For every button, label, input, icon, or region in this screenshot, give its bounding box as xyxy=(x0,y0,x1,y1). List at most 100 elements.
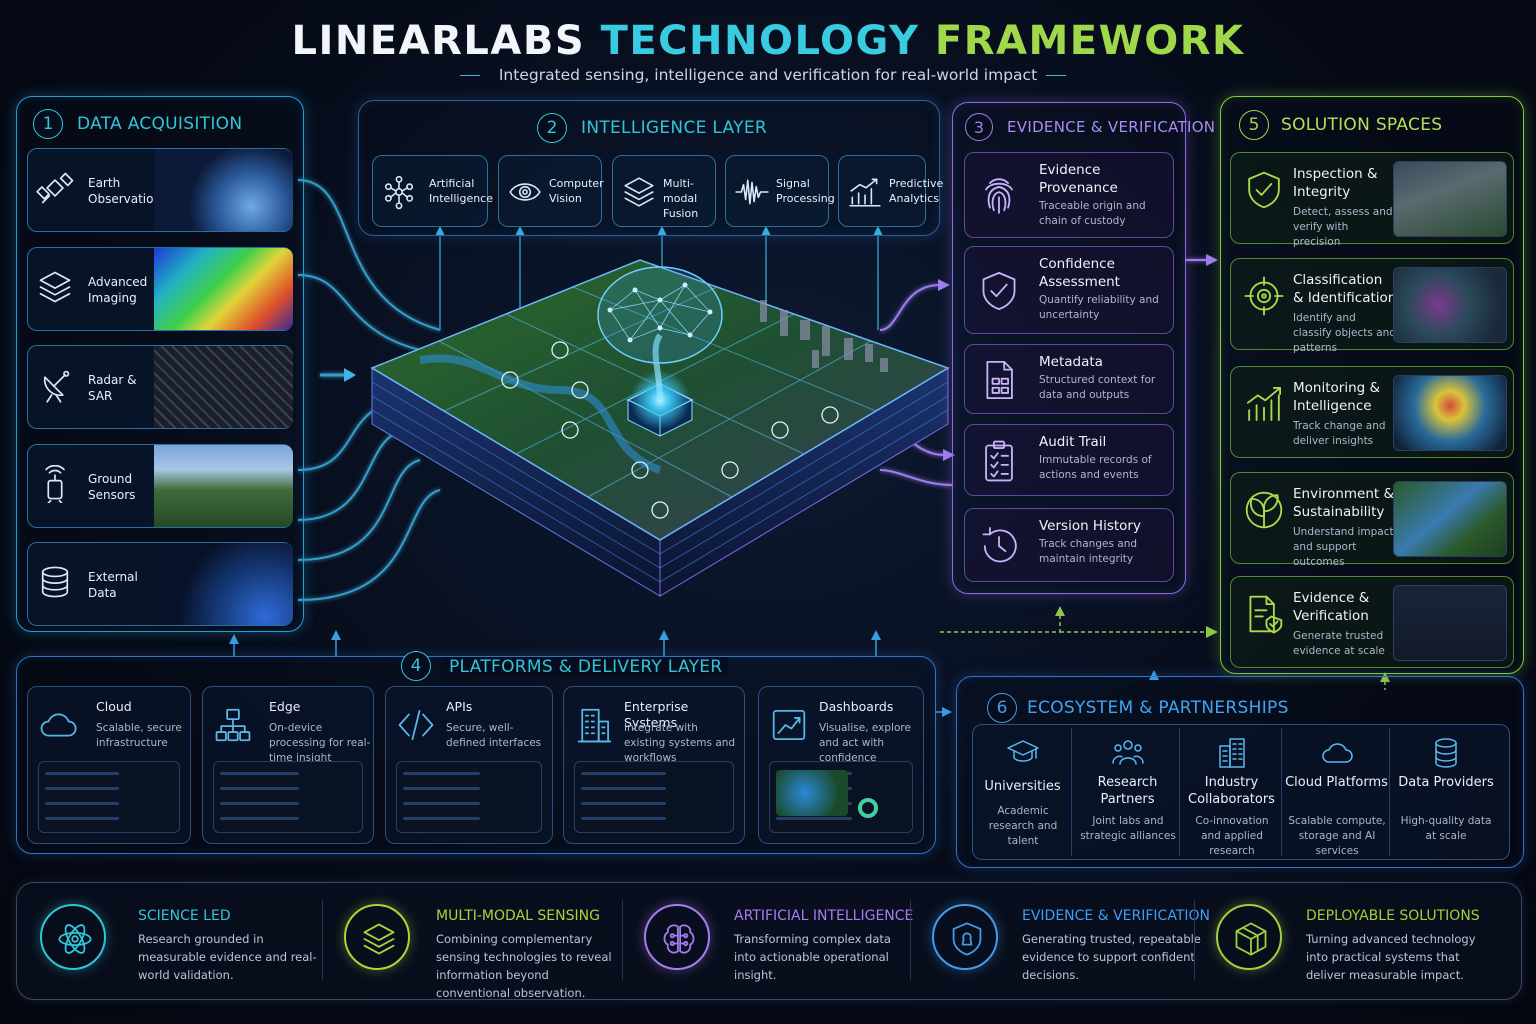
intelligence-card-label: Artificial Intelligence xyxy=(429,177,494,205)
ecosystem-panel: 6 ECOSYSTEM & PARTNERSHIPS xyxy=(956,676,1524,868)
intelligence-card[interactable]: Artificial Intelligence xyxy=(372,155,493,227)
buildings-icon xyxy=(1219,738,1245,768)
database-icon xyxy=(1435,738,1457,768)
stack-layers-icon xyxy=(624,177,654,207)
solution-card-image xyxy=(1393,585,1507,661)
platform-card-desc: Integrate with existing systems and work… xyxy=(624,722,736,764)
principle-divider xyxy=(910,900,911,980)
acquisition-card[interactable]: Ground Sensors xyxy=(27,443,293,528)
solution-card-image xyxy=(1393,481,1507,557)
shield-icon xyxy=(952,922,982,956)
acquisition-card-image xyxy=(154,444,293,527)
principle-title: ARTIFICIAL INTELLIGENCE xyxy=(734,908,914,924)
fingerprint-icon xyxy=(985,178,1013,214)
intelligence-card-label: Multi-modal Fusion xyxy=(663,177,699,220)
layers-cube-icon xyxy=(39,271,71,302)
platform-screenshot xyxy=(396,761,542,833)
ecosystem-card-title: Research Partners xyxy=(1097,775,1158,807)
cloud-icon xyxy=(40,713,77,737)
sensor-icon xyxy=(45,464,65,503)
acquisition-card[interactable]: Radar & SAR xyxy=(27,345,293,429)
waveform-icon xyxy=(735,179,769,205)
document-shield-icon xyxy=(1249,595,1283,634)
platform-card-title: Enterprise Systems xyxy=(624,699,689,730)
screenshot-row xyxy=(581,787,667,790)
evidence-card-desc: Quantify reliability and uncertainty xyxy=(1039,294,1159,321)
principle-desc: Research grounded in measurable evidence… xyxy=(138,932,317,982)
ecosystem-card-title: Universities xyxy=(984,779,1061,794)
chart-window-icon xyxy=(772,710,806,740)
bar-trend-icon xyxy=(849,178,881,207)
section-title: ECOSYSTEM & PARTNERSHIPS xyxy=(1027,698,1289,718)
principle-desc: Turning advanced technology into practic… xyxy=(1306,932,1476,982)
section-title: SOLUTION SPACES xyxy=(1281,115,1443,135)
title-part-2: TECHNOLOGY xyxy=(600,18,920,64)
title-part-3: FRAMEWORK xyxy=(934,18,1245,64)
acquisition-card[interactable]: Earth Observation xyxy=(27,148,293,232)
platform-card-title: APIs xyxy=(446,699,473,714)
target-icon xyxy=(1244,276,1284,316)
subtitle-divider-left xyxy=(460,75,480,76)
screenshot-row xyxy=(45,787,120,790)
solution-spaces-panel: 5 SOLUTION SPACES xyxy=(1220,96,1524,674)
evidence-verification-panel: 3 EVIDENCE & VERIFICATION xyxy=(952,102,1215,594)
acquisition-card-image xyxy=(154,543,293,625)
people-group-icon xyxy=(1112,740,1144,765)
acquisition-card-image xyxy=(154,149,293,231)
ecosystem-row xyxy=(972,724,1510,860)
section-number: 6 xyxy=(987,693,1017,723)
building-icon xyxy=(577,708,612,743)
intelligence-card[interactable]: Multi-modal Fusion xyxy=(612,155,716,227)
solution-card-title: Monitoring & Intelligence xyxy=(1293,380,1381,414)
principle-icon-ring xyxy=(344,904,410,970)
graduation-cap-icon xyxy=(1007,740,1039,762)
eye-icon xyxy=(509,183,541,201)
platform-card-title: Edge xyxy=(269,699,301,714)
section-number: 2 xyxy=(537,113,567,143)
evidence-card-desc: Track changes and maintain integrity xyxy=(1039,538,1138,565)
screenshot-row xyxy=(776,817,852,820)
solution-card-image xyxy=(1393,161,1507,237)
solution-card-desc: Track change and deliver insights xyxy=(1293,420,1386,447)
screenshot-row xyxy=(403,817,480,820)
document-icon xyxy=(986,360,1013,400)
section-title: EVIDENCE & VERIFICATION xyxy=(1007,118,1216,136)
platform-card-title: Cloud xyxy=(96,699,132,714)
principle-title: DEPLOYABLE SOLUTIONS xyxy=(1306,908,1480,924)
acquisition-card[interactable]: Advanced Imaging xyxy=(27,246,293,331)
intelligence-card[interactable]: Signal Processing xyxy=(725,155,835,227)
evidence-card-title: Audit Trail xyxy=(1039,434,1107,450)
section-number: 1 xyxy=(33,109,63,139)
solution-card-desc: Generate trusted evidence at scale xyxy=(1293,630,1385,657)
intelligence-card[interactable]: Predictive Analytics xyxy=(838,155,943,227)
principle-divider xyxy=(1194,900,1195,980)
acquisition-card[interactable]: External Data xyxy=(27,542,293,626)
ecosystem-card-desc: Scalable compute, storage and AI service… xyxy=(1288,815,1386,857)
intelligence-card[interactable]: Computer Vision xyxy=(498,155,604,227)
principle-title: EVIDENCE & VERIFICATION xyxy=(1022,908,1210,924)
screenshot-row xyxy=(581,772,667,775)
ecosystem-card-title: Cloud Platforms xyxy=(1285,775,1388,790)
